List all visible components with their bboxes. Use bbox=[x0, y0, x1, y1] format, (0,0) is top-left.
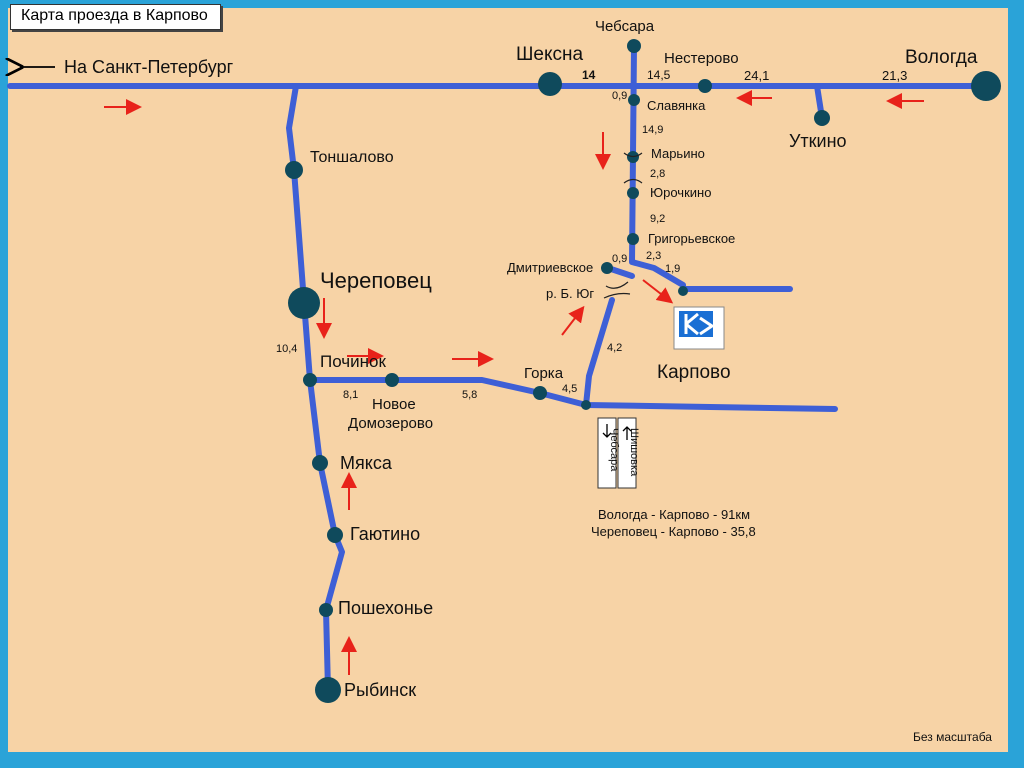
node-chebsara bbox=[627, 39, 641, 53]
node-vologda bbox=[971, 71, 1001, 101]
node-grigorievskoe bbox=[627, 233, 639, 245]
bridge-marino-lower bbox=[623, 178, 643, 184]
label-vologda: Вологда bbox=[905, 47, 978, 68]
distance-24-1: 24,1 bbox=[744, 68, 769, 83]
node-cherepovets bbox=[288, 287, 320, 319]
road-sign: Чебсара Шишовка bbox=[597, 417, 640, 489]
sign-label-chebsara: Чебсара bbox=[608, 428, 620, 472]
map-area bbox=[8, 8, 1008, 752]
distance-5-8: 5,8 bbox=[462, 389, 477, 401]
node-karpovo bbox=[678, 286, 688, 296]
distance-8-1: 8,1 bbox=[343, 389, 358, 401]
distance-0-9-b: 0,9 bbox=[612, 253, 627, 265]
distance-4-2: 4,2 bbox=[607, 342, 622, 354]
label-tonshalovo: Тоншалово bbox=[310, 149, 394, 166]
distance-14-5: 14,5 bbox=[647, 68, 671, 82]
bridges bbox=[603, 152, 643, 299]
node-tonshalovo bbox=[285, 161, 303, 179]
label-nesterovo: Нестерово bbox=[664, 50, 739, 67]
label-slavyanka: Славянка bbox=[647, 98, 706, 113]
road-sign-right-panel bbox=[617, 417, 637, 489]
label-gorka: Горка bbox=[524, 365, 564, 382]
label-utkino: Уткино bbox=[789, 131, 847, 151]
distance-2-3: 2,3 bbox=[646, 250, 661, 262]
label-karpovo: Карпово bbox=[657, 362, 731, 383]
node-slavyanka bbox=[628, 94, 640, 106]
label-sheksna: Шексна bbox=[516, 44, 583, 65]
node-gayutino bbox=[327, 527, 343, 543]
node-novoe-domozerovo bbox=[385, 373, 399, 387]
node-gorka-junction bbox=[581, 400, 591, 410]
label-cherepovets: Череповец bbox=[320, 268, 432, 293]
label-poshekhonye: Пошехонье bbox=[338, 598, 433, 618]
distance-4-5: 4,5 bbox=[562, 383, 577, 395]
distance-14-9: 14,9 bbox=[642, 124, 663, 136]
label-marino: Марьино bbox=[651, 146, 705, 161]
distance-21-3: 21,3 bbox=[882, 68, 907, 83]
road-sign-left-panel bbox=[597, 417, 617, 489]
bridge-river-lower bbox=[603, 292, 631, 299]
karpovo-logo-glyph-icon bbox=[684, 312, 715, 336]
arrow-northeast bbox=[561, 305, 585, 336]
karpovo-logo bbox=[673, 306, 725, 350]
distance-10-4: 10,4 bbox=[276, 343, 297, 355]
label-dist-vologda: Вологда - Карпово - 91км bbox=[598, 507, 750, 522]
label-chebsara: Чебсара bbox=[595, 18, 655, 35]
node-yurochkino bbox=[627, 187, 639, 199]
label-dmitrievskoe: Дмитриевское bbox=[507, 260, 593, 275]
label-pochinok: Починок bbox=[320, 352, 386, 371]
label-myaksa: Мякса bbox=[340, 453, 393, 473]
distance-14: 14 bbox=[582, 68, 596, 82]
label-novoe: Новое bbox=[372, 396, 416, 413]
node-sheksna bbox=[538, 72, 562, 96]
bridge-river-upper bbox=[605, 281, 629, 289]
label-rybinsk: Рыбинск bbox=[344, 680, 416, 700]
sign-label-shishovka: Шишовка bbox=[628, 428, 640, 477]
node-poshekhonye bbox=[319, 603, 333, 617]
label-yurochkino: Юрочкино bbox=[650, 185, 711, 200]
label-scale-note: Без масштаба bbox=[913, 730, 992, 744]
label-dist-cherepovets: Череповец - Карпово - 35,8 bbox=[591, 524, 756, 539]
node-utkino bbox=[814, 110, 830, 126]
sign-arrow-down-icon bbox=[602, 424, 612, 438]
node-gorka bbox=[533, 386, 547, 400]
sign-arrow-up-icon bbox=[622, 426, 632, 440]
label-grigorievskoe: Григорьевское bbox=[648, 231, 735, 246]
label-spb: На Санкт-Петербург bbox=[64, 57, 234, 77]
distance-1-9: 1,9 bbox=[665, 263, 680, 275]
bridge-marino-upper bbox=[623, 152, 643, 158]
node-myaksa bbox=[312, 455, 328, 471]
label-domozerovo: Домозерово bbox=[348, 415, 433, 432]
direction-arrows bbox=[104, 90, 924, 675]
arrow-southeast bbox=[642, 279, 674, 304]
node-nesterovo bbox=[698, 79, 712, 93]
label-river: р. Б. Юг bbox=[546, 286, 594, 301]
road-cherepovets-rybinsk bbox=[286, 83, 345, 693]
node-rybinsk bbox=[315, 677, 341, 703]
distance-2-8: 2,8 bbox=[650, 168, 665, 180]
distance-0-9-a: 0,9 bbox=[612, 90, 627, 102]
node-pochinok bbox=[303, 373, 317, 387]
distance-labels: 14 14,5 24,1 21,3 0,9 14,9 2,8 9,2 2,3 0… bbox=[276, 68, 907, 401]
node-dmitrievskoe bbox=[601, 262, 613, 274]
place-labels: На Санкт-Петербург Шексна Чебсара Нестер… bbox=[64, 18, 992, 744]
distance-9-2: 9,2 bbox=[650, 213, 665, 225]
map-title: Карта проезда в Карпово bbox=[10, 4, 221, 30]
road-gorka-north bbox=[583, 297, 615, 408]
label-gayutino: Гаютино bbox=[350, 524, 420, 544]
